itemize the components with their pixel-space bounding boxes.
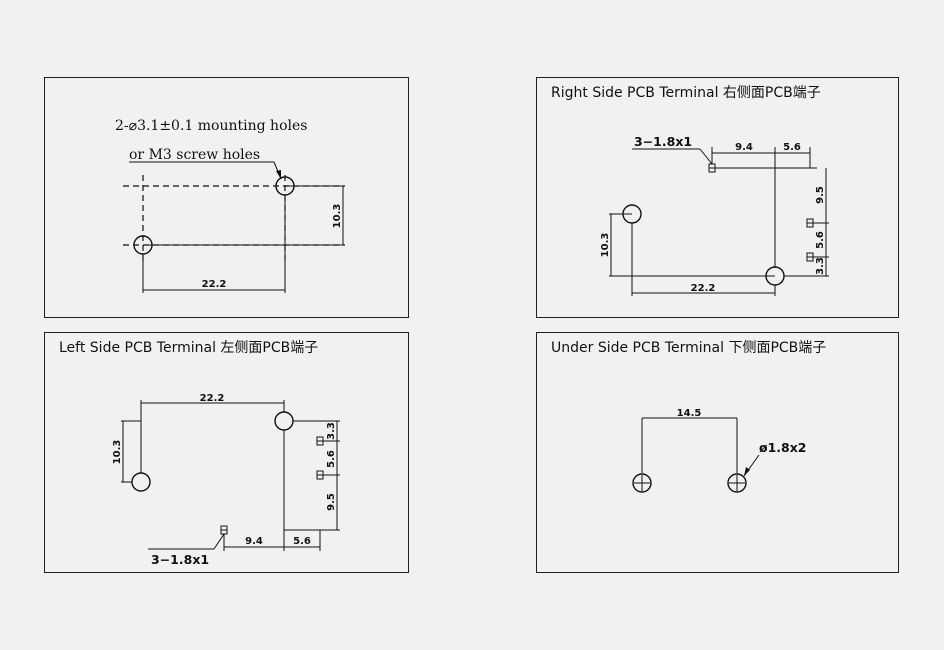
under-terminal-hole-left	[632, 473, 652, 493]
under-side-title: Under Side PCB Terminal 下侧面PCB端子	[551, 340, 827, 356]
right-dim-103: 10.3	[600, 233, 611, 258]
right-dim-33: 3.3	[815, 257, 826, 275]
under-terminal-hole-right	[727, 473, 747, 493]
right-pin-label: 3−1.8x1	[634, 134, 692, 149]
left-side-drawing: 22.2 10.3 3.3 5.6 9.5 9.4 5.6 3−1.8x1	[112, 393, 340, 567]
leader-arrow	[276, 170, 281, 179]
right-pin-leader	[699, 148, 713, 165]
m3-screw-note: or M3 screw holes	[129, 147, 260, 163]
under-leader-arrow	[744, 467, 750, 476]
left-pin-leader	[213, 533, 225, 550]
left-terminal-hole-top	[274, 411, 294, 431]
right-dim-222: 22.2	[691, 283, 716, 294]
under-hole-label: ø1.8x2	[759, 440, 807, 455]
left-dim-94: 9.4	[245, 536, 263, 547]
right-dim-95: 9.5	[815, 186, 826, 204]
left-dim-103: 10.3	[112, 440, 123, 465]
under-side-panel: Under Side PCB Terminal 下侧面PCB端子 14.5 ø1…	[536, 332, 899, 573]
right-side-title: Right Side PCB Terminal 右侧面PCB端子	[551, 85, 821, 101]
left-dim-95: 9.5	[326, 493, 337, 511]
dim-width-label: 22.2	[202, 279, 227, 290]
left-dim-56-side: 5.6	[326, 450, 337, 468]
left-side-panel: Left Side PCB Terminal 左侧面PCB端子 22.2 10.…	[44, 332, 409, 573]
right-side-drawing: 3−1.8x1 9.4 5.6 10.3 22.2 9.5 5.6 3.3	[600, 134, 829, 296]
mounting-holes-drawing: 2-⌀3.1±0.1 mounting holes or M3 screw ho…	[115, 118, 345, 293]
left-dim-56-bottom: 5.6	[293, 536, 311, 547]
under-dim-145: 14.5	[677, 408, 702, 419]
left-side-title: Left Side PCB Terminal 左侧面PCB端子	[59, 340, 319, 356]
right-dim-94: 9.4	[735, 142, 753, 153]
left-dim-33: 3.3	[326, 422, 337, 440]
right-side-panel: Right Side PCB Terminal 右侧面PCB端子 3−1.8x1…	[536, 77, 899, 318]
mounting-holes-note: 2-⌀3.1±0.1 mounting holes	[115, 118, 307, 134]
right-dim-56-top: 5.6	[783, 142, 801, 153]
mounting-holes-panel: 2-⌀3.1±0.1 mounting holes or M3 screw ho…	[44, 77, 409, 318]
under-side-drawing: 14.5 ø1.8x2	[632, 408, 807, 493]
left-dim-222: 22.2	[200, 393, 225, 404]
right-dim-56-side: 5.6	[815, 231, 826, 249]
left-terminal-hole-bottom	[131, 472, 151, 492]
dim-height-label: 10.3	[332, 204, 343, 229]
left-pin-label: 3−1.8x1	[151, 552, 209, 567]
